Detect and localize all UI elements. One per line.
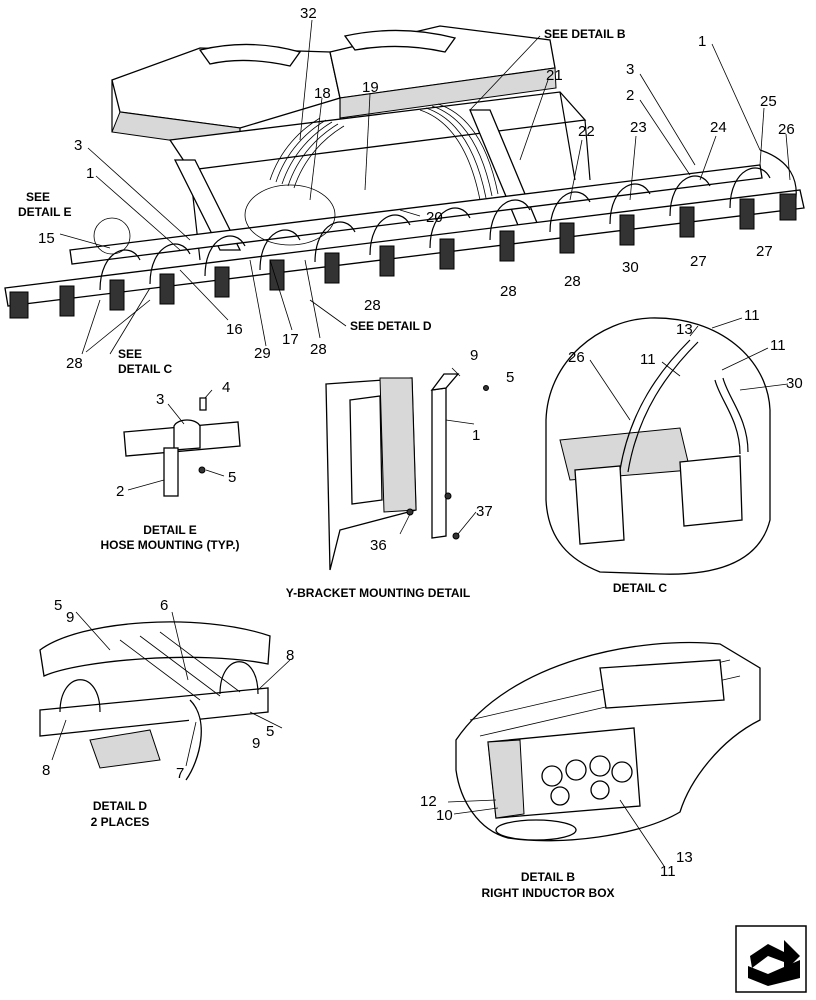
- detail-c-callout-13: 13: [676, 321, 693, 338]
- callout-21: 21: [546, 67, 563, 84]
- detail-c-callout-11-c: 11: [770, 337, 786, 354]
- y-bracket-drawing: 9 5 1 36 37 Y-BRACKET MOUNTING DETAIL: [286, 347, 515, 600]
- detail-c-callout-11-b: 11: [640, 351, 656, 368]
- callout-27-b: 27: [756, 243, 773, 260]
- callout-28-c: 28: [364, 297, 381, 314]
- callout-29: 29: [254, 345, 271, 362]
- callout-28-e: 28: [310, 341, 327, 358]
- callout-3-right: 3: [626, 61, 634, 78]
- detail-d-callout-5-a: 5: [54, 597, 62, 614]
- y-bracket-callout-36: 36: [370, 537, 387, 554]
- detail-b-caption-2: RIGHT INDUCTOR BOX: [481, 886, 614, 900]
- callout-17: 17: [282, 331, 299, 348]
- detail-d-callout-5-b: 5: [266, 723, 274, 740]
- y-bracket-caption: Y-BRACKET MOUNTING DETAIL: [286, 586, 470, 600]
- detail-d-drawing: 5 9 6 8 8 9 5 7 DETAIL D 2 PLACES: [39, 597, 294, 829]
- detail-e-caption-2: HOSE MOUNTING (TYP.): [100, 538, 239, 552]
- detail-d-callout-8-right: 8: [286, 647, 294, 664]
- book-arrow-icon[interactable]: [735, 925, 807, 993]
- callout-22: 22: [578, 123, 595, 140]
- detail-b-callout-12: 12: [420, 793, 437, 810]
- main-callouts: 32 SEE DETAIL B 1 21 3 2 25 26 18 19 22 …: [18, 5, 795, 376]
- callout-32: 32: [300, 5, 317, 22]
- y-bracket-callout-5: 5: [506, 369, 514, 386]
- detail-d-callout-6: 6: [160, 597, 168, 614]
- callout-see-c-2: DETAIL C: [118, 362, 173, 376]
- callout-26: 26: [778, 121, 795, 138]
- callout-25: 25: [760, 93, 777, 110]
- detail-d-caption-2: 2 PLACES: [91, 815, 150, 829]
- callout-see-e-1: SEE: [26, 190, 50, 204]
- detail-e-callout-5: 5: [228, 469, 236, 486]
- detail-d-caption-1: DETAIL D: [93, 799, 148, 813]
- detail-b-callout-11: 11: [660, 863, 676, 880]
- main-assembly-drawing: [4, 25, 805, 319]
- detail-b-callout-13: 13: [676, 849, 693, 866]
- detail-c-callout-30: 30: [786, 375, 803, 392]
- callout-28-b: 28: [564, 273, 581, 290]
- callout-28-d: 28: [66, 355, 83, 372]
- callout-24: 24: [710, 119, 727, 136]
- callout-see-detail-d: SEE DETAIL D: [350, 319, 432, 333]
- callout-15: 15: [38, 230, 55, 247]
- callout-see-detail-b: SEE DETAIL B: [544, 27, 626, 41]
- detail-e-callout-2: 2: [116, 483, 124, 500]
- callout-23: 23: [630, 119, 647, 136]
- detail-c-callout-11-a: 11: [744, 307, 760, 324]
- main-leader-lines: [59, 19, 791, 355]
- y-bracket-callout-9: 9: [470, 347, 478, 364]
- y-bracket-callout-1: 1: [472, 427, 480, 444]
- callout-16: 16: [226, 321, 243, 338]
- callout-20: 20: [426, 209, 443, 226]
- detail-d-callout-9-b: 9: [252, 735, 260, 752]
- detail-c-drawing: 13 11 11 11 26 30 DETAIL C: [545, 307, 803, 595]
- detail-e-caption-1: DETAIL E: [143, 523, 197, 537]
- detail-d-callout-9-a: 9: [66, 609, 74, 626]
- detail-c-callout-26: 26: [568, 349, 585, 366]
- detail-b-callout-10: 10: [436, 807, 453, 824]
- detail-e-drawing: 4 3 5 2 DETAIL E HOSE MOUNTING (TYP.): [100, 379, 241, 552]
- callout-1-left: 1: [86, 165, 94, 182]
- detail-b-caption-1: DETAIL B: [521, 870, 576, 884]
- detail-e-callout-3: 3: [156, 391, 164, 408]
- callout-18: 18: [314, 85, 331, 102]
- detail-d-callout-7: 7: [176, 765, 184, 782]
- callout-27-a: 27: [690, 253, 707, 270]
- callout-1-top: 1: [698, 33, 706, 50]
- callout-see-e-2: DETAIL E: [18, 205, 72, 219]
- callout-30: 30: [622, 259, 639, 276]
- detail-b-drawing: 12 10 11 13 DETAIL B RIGHT INDUCTOR BOX: [420, 641, 761, 900]
- y-bracket-callout-37: 37: [476, 503, 493, 520]
- callout-19: 19: [362, 79, 379, 96]
- detail-c-caption: DETAIL C: [613, 581, 668, 595]
- callout-28-a: 28: [500, 283, 517, 300]
- callout-2-right: 2: [626, 87, 634, 104]
- detail-d-callout-8-left: 8: [42, 762, 50, 779]
- detail-e-callout-4: 4: [222, 379, 230, 396]
- callout-see-c-1: SEE: [118, 347, 142, 361]
- callout-3-left: 3: [74, 137, 82, 154]
